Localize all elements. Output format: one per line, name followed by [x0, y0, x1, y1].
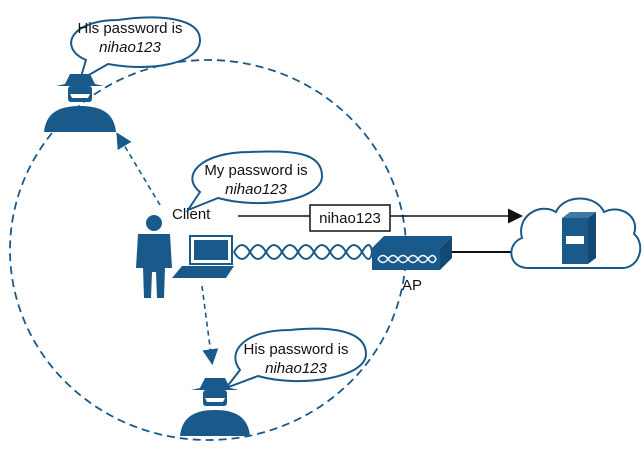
wireless-signal: [233, 244, 373, 260]
access-point-icon: [372, 236, 452, 270]
client-label: Client: [172, 206, 211, 223]
client-bubble-line2: nihao123: [225, 181, 287, 198]
bottom-attacker-bubble: His password is nihao123: [223, 327, 368, 391]
arrow-to-bottom-attacker: [201, 285, 219, 366]
packet-box: nihao123: [309, 204, 391, 232]
server-icon: [562, 212, 596, 264]
packet-label: nihao123: [319, 210, 381, 227]
arrow-to-top-attacker: [116, 132, 161, 206]
client-bubble: My password is nihao123: [185, 150, 324, 213]
user-icon: [136, 215, 172, 298]
top-attacker-bubble: His password is nihao123: [70, 16, 202, 83]
top-bubble-line2: nihao123: [99, 39, 161, 56]
hacker-icon: [44, 74, 116, 132]
ap-label: AP: [402, 277, 422, 294]
bottom-bubble-line1: His password is: [243, 341, 348, 358]
laptop-icon: [172, 235, 234, 278]
hacker-icon: [180, 378, 250, 436]
client-bubble-line1: My password is: [204, 162, 307, 179]
top-bubble-line1: His password is: [77, 20, 182, 37]
bottom-bubble-line2: nihao123: [265, 360, 327, 377]
